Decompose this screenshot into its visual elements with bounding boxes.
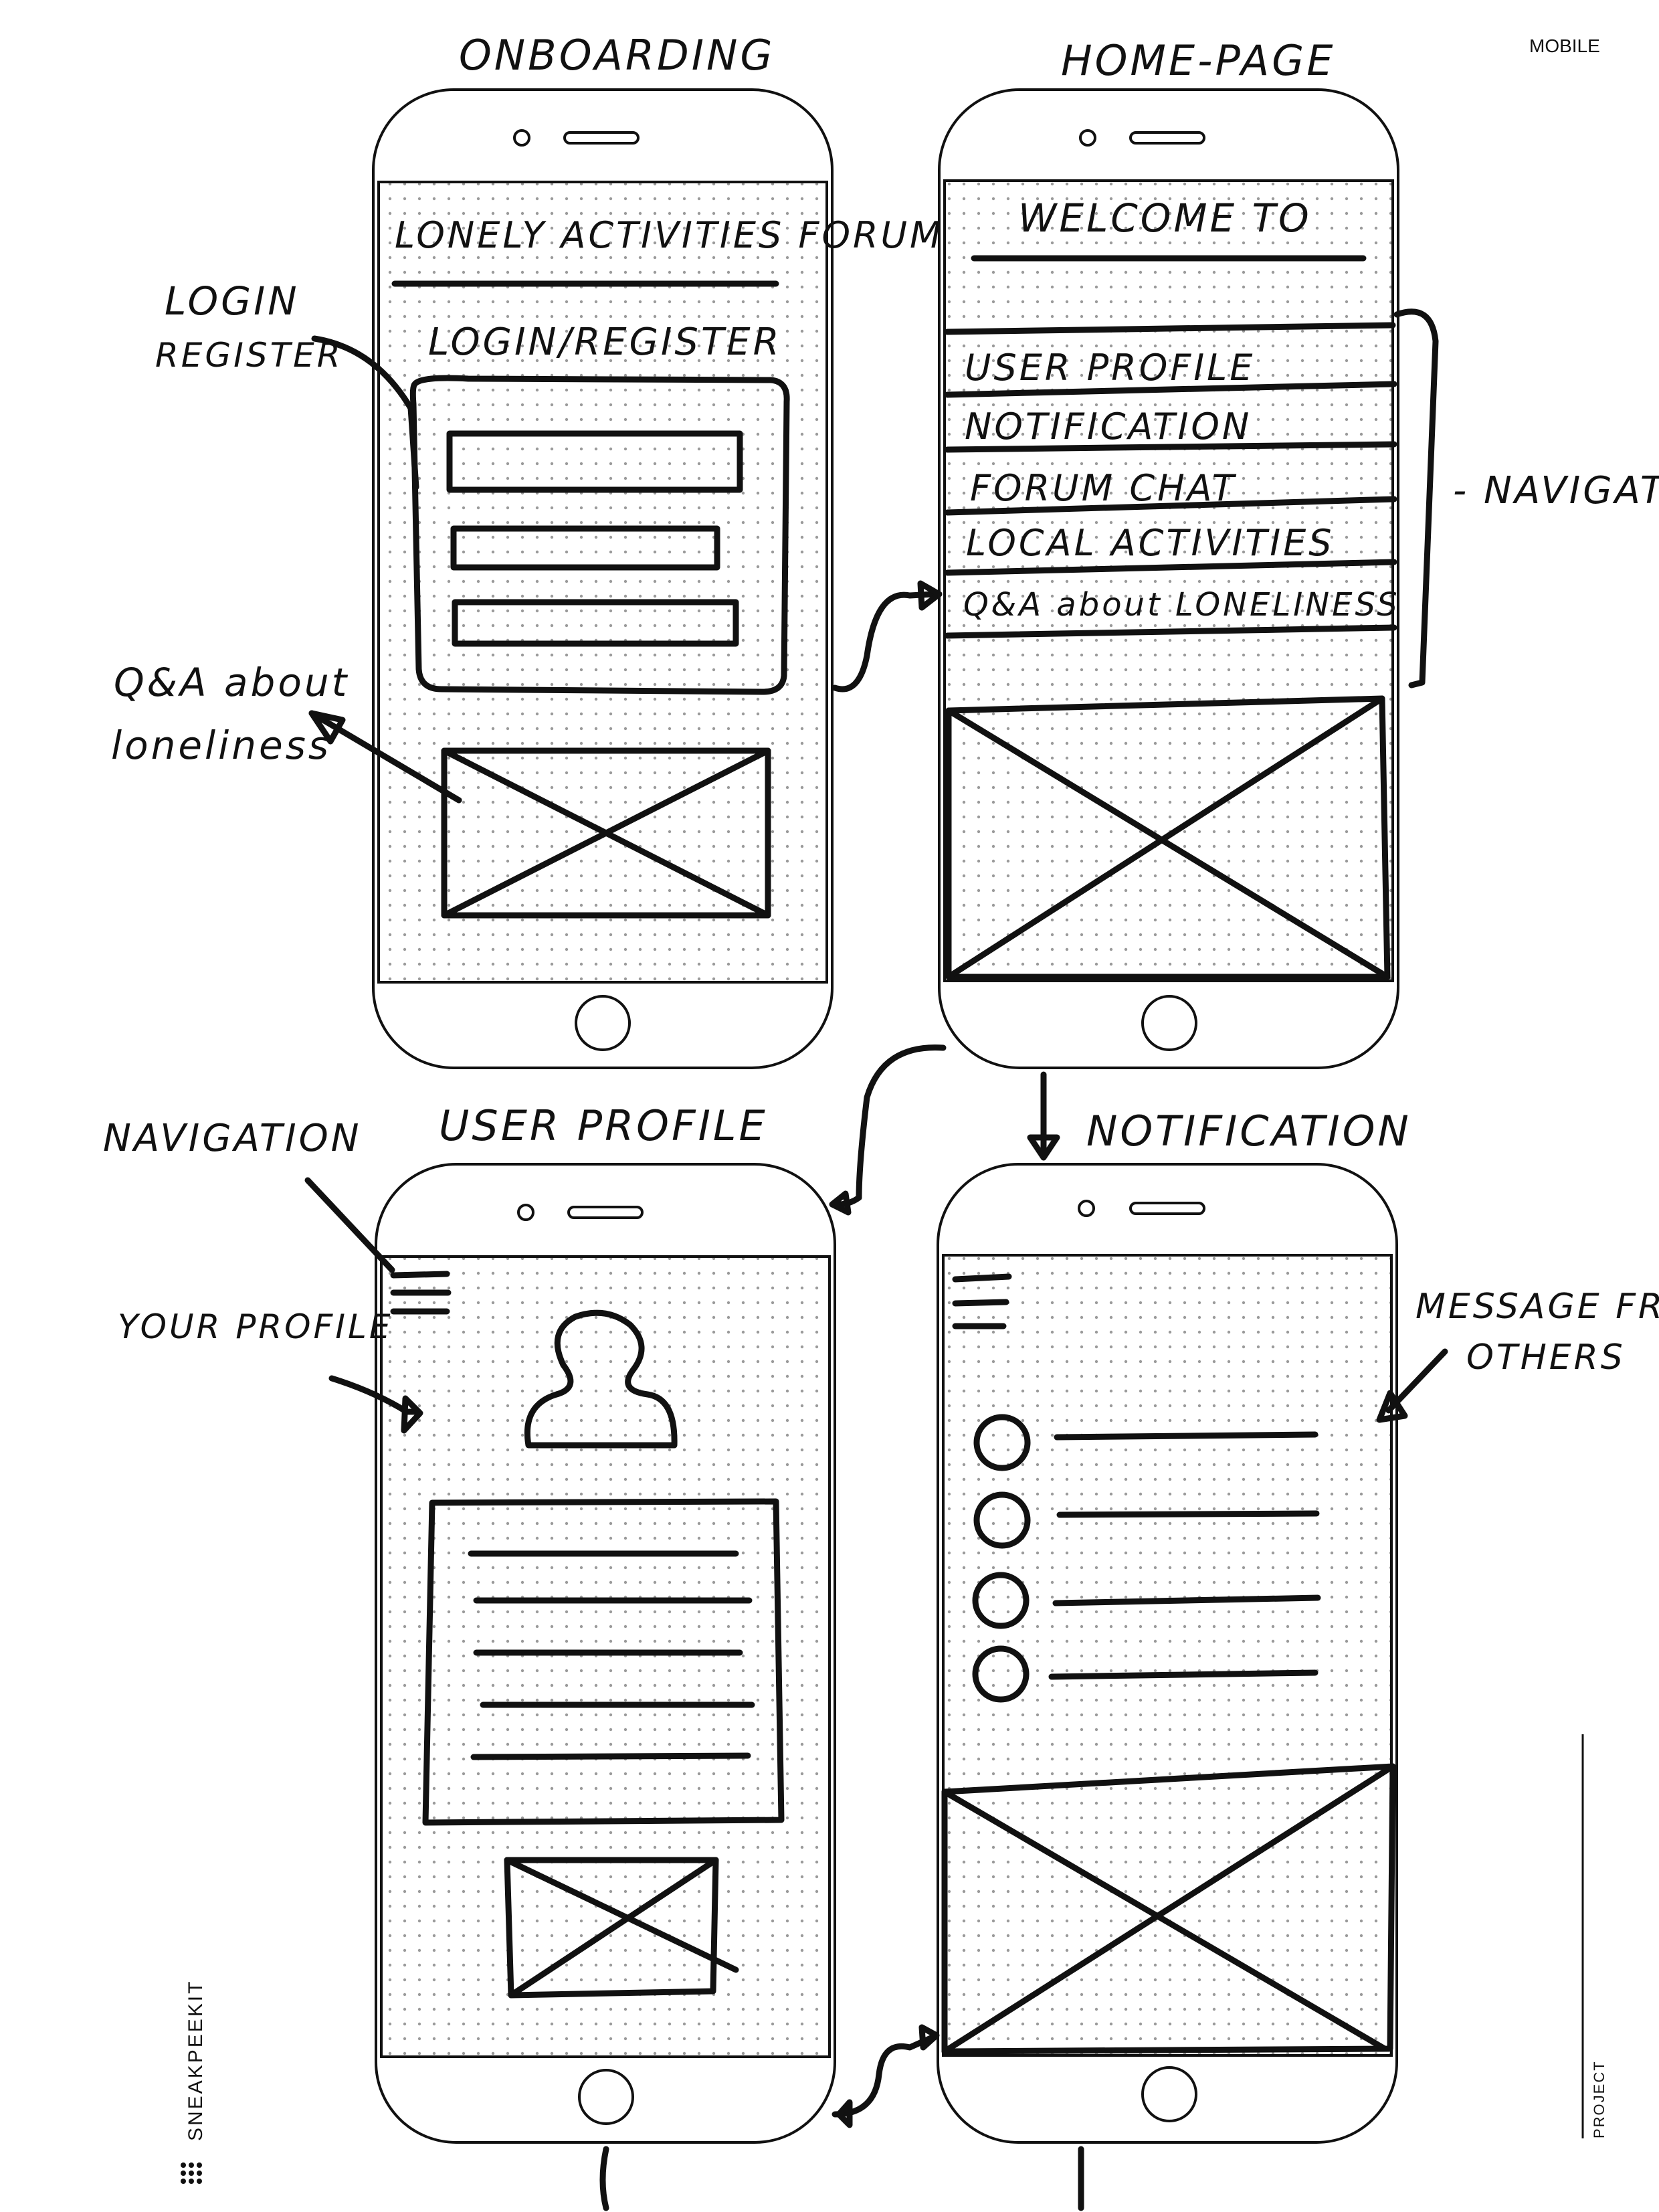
annotation-loneliness: loneliness [111,723,331,768]
annotation-navigation-right: - NAVIGATIO [1453,469,1659,513]
home-button [578,2069,634,2125]
menu-item-user-profile: USER PROFILE [965,347,1255,389]
speaker-slot [1129,1202,1205,1215]
notification-avatar [973,1414,1031,1471]
form-field-submit [452,599,739,647]
notification-list [972,1414,1321,1703]
camera-icon [517,1204,534,1221]
screen-area [942,1254,1393,2057]
brand-grid-icon [181,2162,202,2184]
hamburger-menu-icon [952,1273,1012,1329]
form-field-username [446,430,743,493]
notification-avatar [973,1491,1031,1549]
camera-icon [1078,1200,1095,1217]
flow-arrow [832,2033,937,2118]
phone-notification [937,1163,1398,2144]
screen-area [943,179,1394,982]
annotation-your-profile: YOUR PROFILE [118,1307,393,1346]
hamburger-menu-icon [390,1271,452,1315]
title-notification: NOTIFICATION [1086,1107,1411,1156]
home-button [1141,995,1197,1051]
notification-avatar [972,1645,1030,1703]
navigation-bracket [1393,308,1439,688]
speaker-slot [567,1206,644,1219]
annotation-navigation-left: NAVIGATION [103,1117,362,1160]
camera-icon [1079,129,1096,147]
annotation-message-from: MESSAGE FRO [1416,1287,1659,1327]
annotation-login: LOGIN [165,278,300,324]
form-field-password [450,525,720,571]
menu-item-forum-chat: FORUM CHAT [970,467,1237,509]
phone-profile [375,1163,836,2144]
pointer-arrow [304,1177,395,1273]
image-placeholder [441,747,771,919]
menu-item-notification: NOTIFICATION [965,405,1252,448]
screen-area [377,181,828,984]
annotation-others: OTHERS [1466,1338,1626,1378]
brand-label: SNEAKPEEKIT [185,1980,207,2141]
notification-avatar [972,1572,1030,1629]
flow-arrow [832,591,937,693]
annotation-register: REGISTER [155,336,343,375]
menu-item-local-activities: LOCAL ACTIVITIES [966,522,1335,564]
camera-icon [513,129,530,147]
title-user-profile: USER PROFILE [439,1101,768,1150]
login-form-box [409,375,790,695]
image-placeholder [941,1763,1396,2055]
home-button [575,995,631,1051]
home-button [1141,2066,1197,2122]
screen-area [380,1255,831,2058]
profile-info-card [422,1498,785,1826]
title-home-page: HOME-PAGE [1061,36,1335,85]
speaker-slot [563,131,640,145]
image-placeholder [504,1857,719,1999]
title-onboarding: ONBOARDING [459,31,775,80]
app-name-label: LONELY ACTIVITIES FORUM [395,214,944,256]
login-register-label: LOGIN/REGISTER [428,320,781,364]
corner-label: MOBILE [1529,35,1600,56]
project-label: PROJECT [1591,2060,1607,2138]
annotation-qa: Q&A about [114,660,349,705]
menu-item-qa: Q&A about LONELINESS [963,586,1400,624]
phone-home: WELCOME TO USER PROFILE NOTIFICATION FOR… [938,88,1400,1069]
pointer-arrow [311,335,419,490]
welcome-label: WELCOME TO [1018,195,1312,241]
flow-arrow [836,1044,947,1208]
speaker-slot [1129,131,1205,145]
phone-onboarding: LONELY ACTIVITIES FORUM LOGIN/REGISTER [372,88,944,1069]
avatar-icon [524,1309,678,1449]
